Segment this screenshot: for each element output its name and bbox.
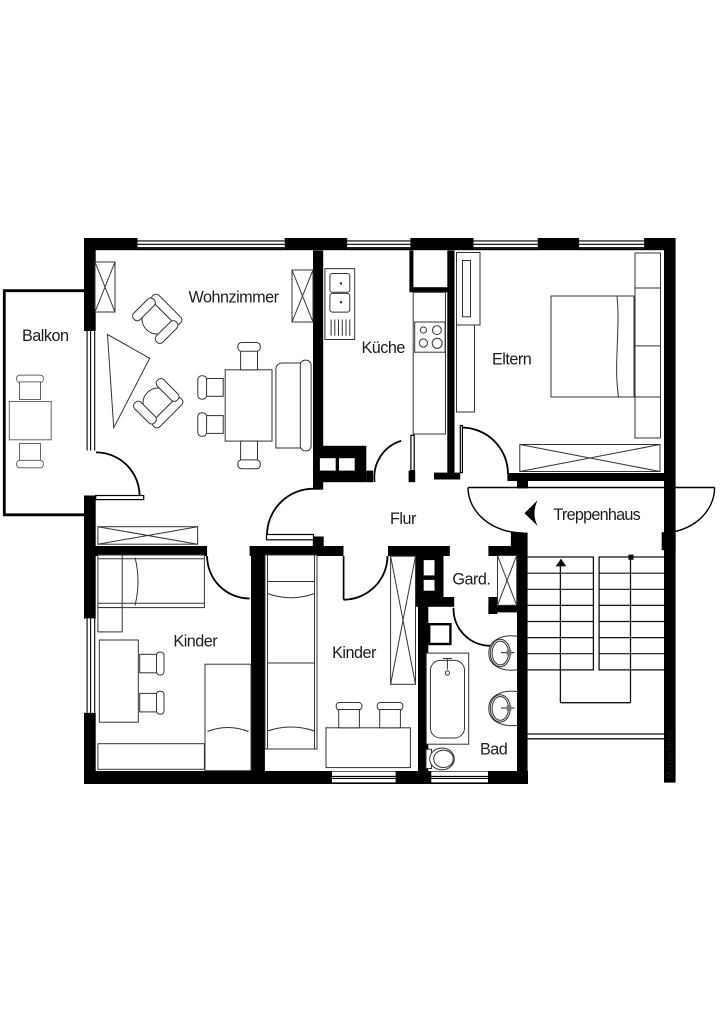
svg-text:Wohnzimmer: Wohnzimmer: [189, 289, 280, 307]
svg-text:Eltern: Eltern: [492, 350, 531, 368]
svg-text:Balkon: Balkon: [22, 327, 69, 345]
svg-text:Treppenhaus: Treppenhaus: [553, 506, 640, 524]
svg-text:Küche: Küche: [362, 339, 406, 357]
svg-text:Kinder: Kinder: [332, 644, 377, 662]
svg-text:Kinder: Kinder: [173, 632, 218, 650]
svg-text:Flur: Flur: [390, 510, 417, 528]
svg-text:McGrundriss: McGrundriss: [665, 730, 675, 779]
svg-text:Gard.: Gard.: [452, 571, 490, 589]
svg-text:Bad: Bad: [480, 741, 507, 759]
